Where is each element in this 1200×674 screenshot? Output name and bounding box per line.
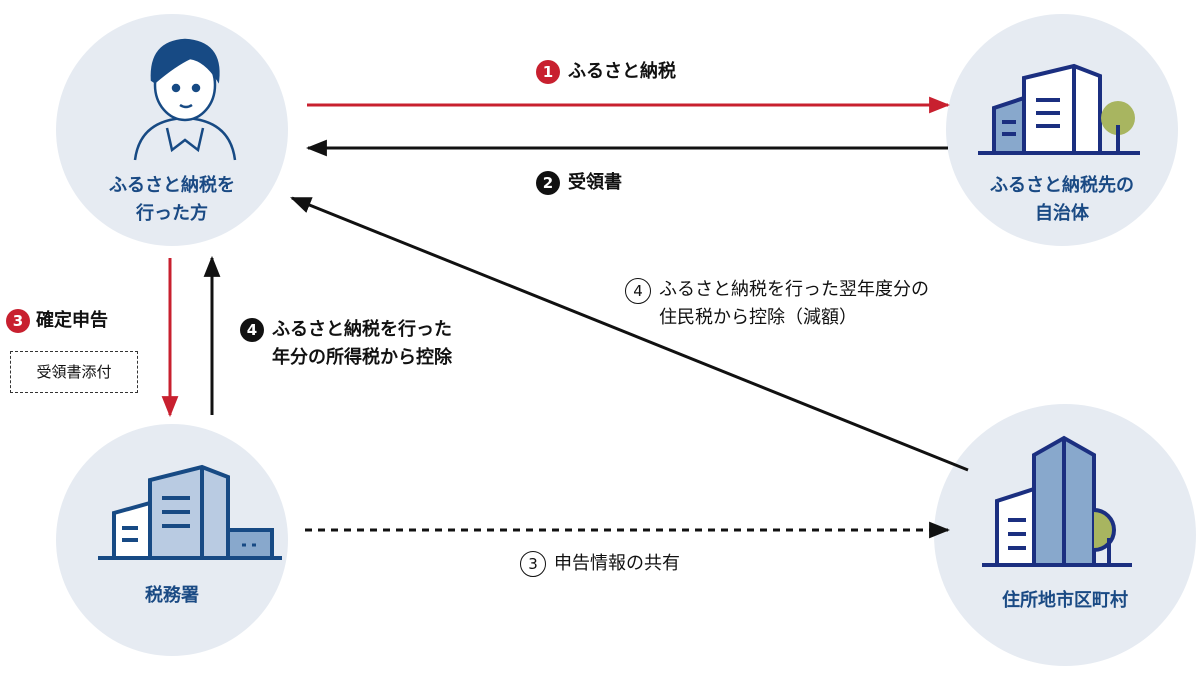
residence-municipality-label: 住所地市区町村 — [1002, 590, 1128, 611]
arrow-resident-tax-deduction — [290, 196, 969, 472]
receipt-attached-note: 受領書添付 — [10, 351, 138, 393]
person-icon — [133, 38, 237, 161]
municipality-building-icon — [978, 63, 1140, 155]
taxpayer-label: ふるさと納税を行った方 — [109, 175, 235, 224]
donation-municipality-label: ふるさと納税先の自治体 — [990, 175, 1134, 224]
residence-building-icon — [982, 435, 1132, 567]
tax-office-label: 税務署 — [145, 585, 199, 606]
tax-office-building-icon — [98, 464, 282, 560]
